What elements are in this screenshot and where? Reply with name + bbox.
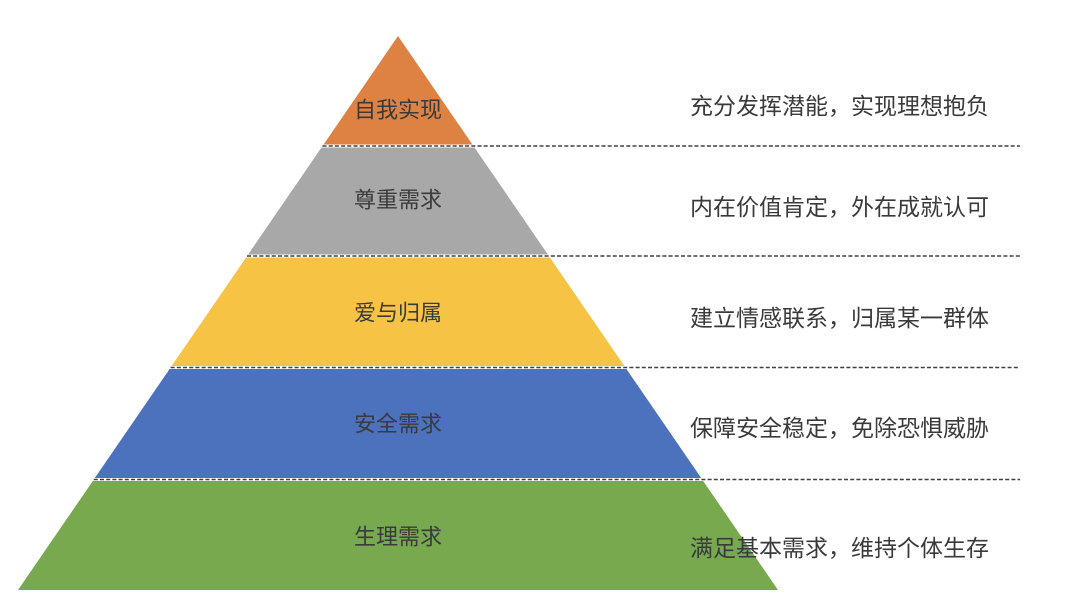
pyramid-level-esteem [248, 147, 548, 255]
level-label-self-actualization: 自我实现 [354, 98, 442, 123]
pyramid-level-safety [94, 369, 702, 478]
level-label-esteem: 尊重需求 [354, 188, 442, 213]
level-desc-safety: 保障安全稳定，免除恐惧威胁 [690, 415, 989, 441]
pyramid-level-love-belonging [171, 257, 625, 366]
level-desc-esteem: 内在价值肯定，外在成就认可 [690, 194, 989, 220]
level-desc-self-actualization: 充分发挥潜能，实现理想抱负 [690, 93, 989, 119]
level-desc-love-belonging: 建立情感联系，归属某一群体 [690, 305, 989, 331]
level-label-safety: 安全需求 [354, 412, 442, 437]
level-label-love-belonging: 爱与归属 [354, 301, 442, 326]
pyramid-level-self-actualization [323, 36, 473, 145]
level-label-physiological: 生理需求 [354, 525, 442, 550]
level-desc-physiological: 满足基本需求，维持个体生存 [690, 535, 989, 561]
pyramid-level-physiological [18, 481, 778, 590]
